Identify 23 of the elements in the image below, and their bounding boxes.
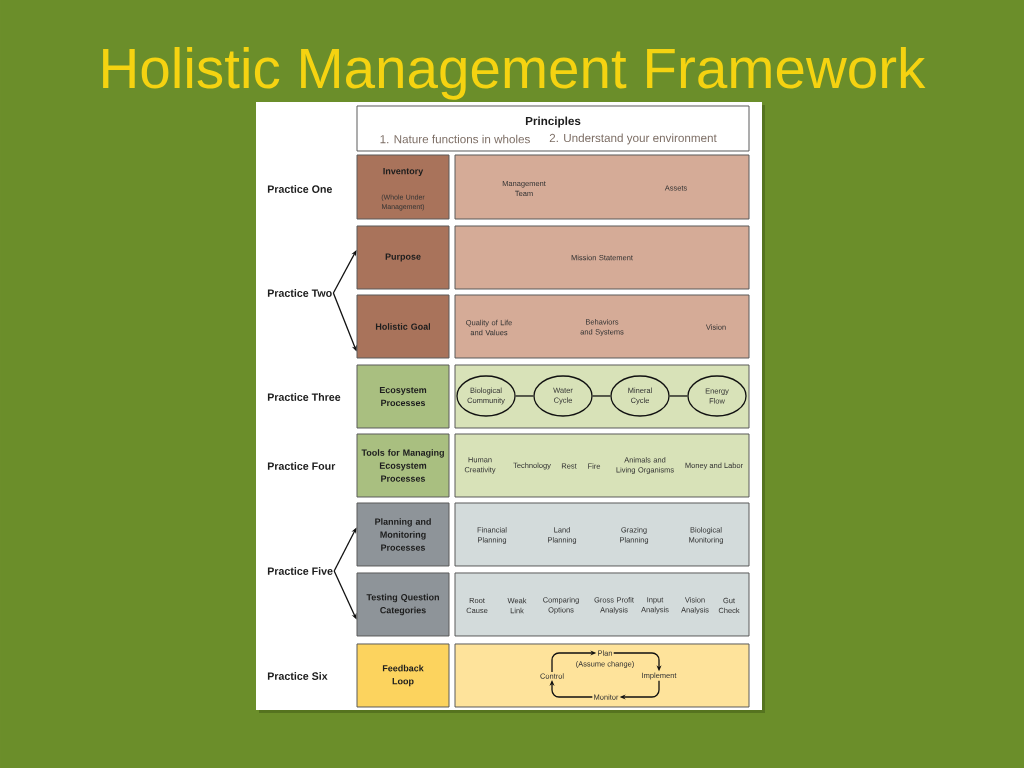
category-box: Testing Question Categories	[356, 572, 450, 637]
practice-label: Practice Six	[267, 672, 328, 680]
category-box: Planning and Monitoring Processes	[356, 502, 450, 567]
box-heading: Principles	[525, 116, 581, 128]
category-box: Ecosystem Processes	[356, 364, 450, 429]
connector-line	[669, 395, 688, 397]
principle-text: 1. Nature functions in wholes	[380, 134, 530, 144]
category-box: Holistic Goal	[356, 294, 450, 359]
box-heading: Inventory	[383, 167, 424, 176]
arrow	[332, 250, 357, 294]
principle-text: 2. Understand your environment	[549, 133, 717, 145]
category-box: Feedback Loop	[356, 643, 450, 708]
practice-label: Practice Five	[267, 567, 333, 575]
category-box: Tools for Managing Ecosystem Processes	[356, 433, 450, 498]
connector-line	[592, 395, 611, 397]
practice-label: Practice Two	[267, 289, 332, 297]
practice-label: Practice One	[267, 185, 332, 193]
slide-title: Holistic Management Framework	[103, 46, 926, 100]
practice-label: Practice Three	[267, 393, 341, 401]
practice-label: Practice Four	[267, 462, 336, 470]
content-box	[454, 643, 750, 708]
category-box: Purpose	[356, 225, 450, 290]
connector-line	[515, 395, 534, 397]
